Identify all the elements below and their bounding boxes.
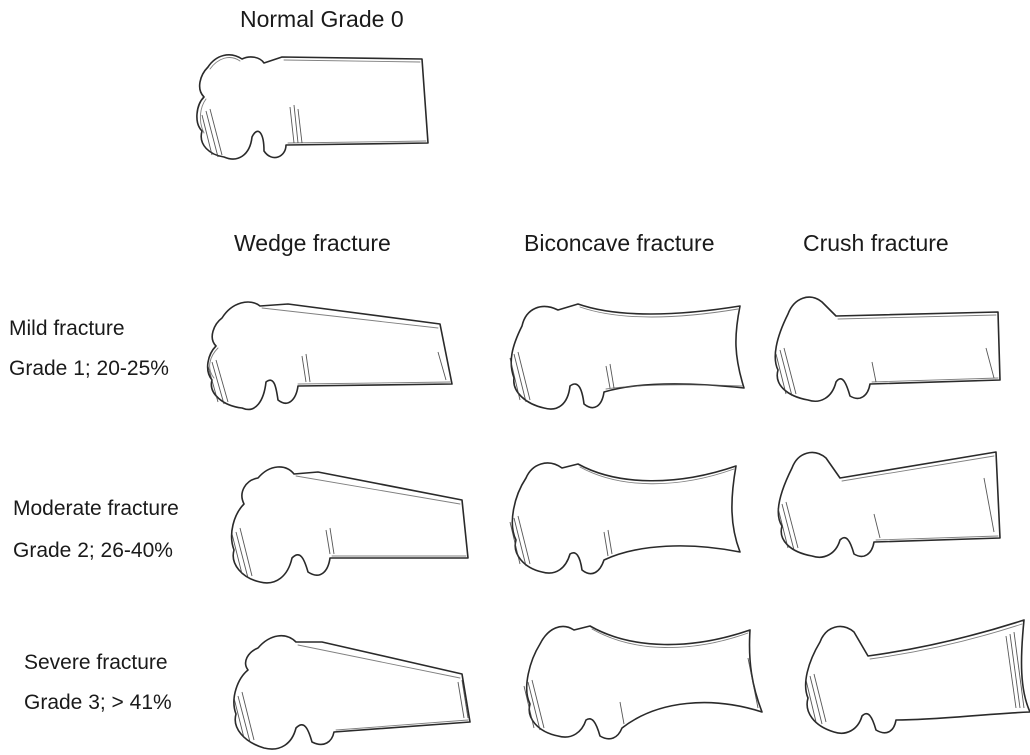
vertebra-severe-crush	[806, 620, 1030, 733]
shading-mild-biconcave	[510, 352, 614, 402]
shading-mild-crush	[776, 348, 994, 396]
shading-moderate-wedge	[232, 528, 334, 578]
vertebra-mild-wedge	[208, 302, 452, 409]
vertebra-moderate-biconcave	[510, 463, 740, 574]
vertebra-mild-biconcave	[510, 304, 744, 409]
shading-severe-biconcave	[524, 658, 758, 730]
vertebra-severe-biconcave	[524, 626, 762, 739]
shading-severe-crush	[806, 632, 1024, 724]
vertebra-normal	[197, 55, 428, 159]
vertebra-mild-crush	[775, 297, 1000, 401]
vertebra-moderate-wedge	[232, 467, 468, 583]
shading-severe-wedge	[234, 680, 468, 742]
shading-normal	[202, 105, 302, 157]
vertebra-severe-wedge	[234, 636, 470, 749]
shading-mild-wedge	[208, 352, 446, 404]
shading-moderate-biconcave	[510, 516, 612, 566]
vertebra-moderate-crush	[778, 452, 1000, 557]
